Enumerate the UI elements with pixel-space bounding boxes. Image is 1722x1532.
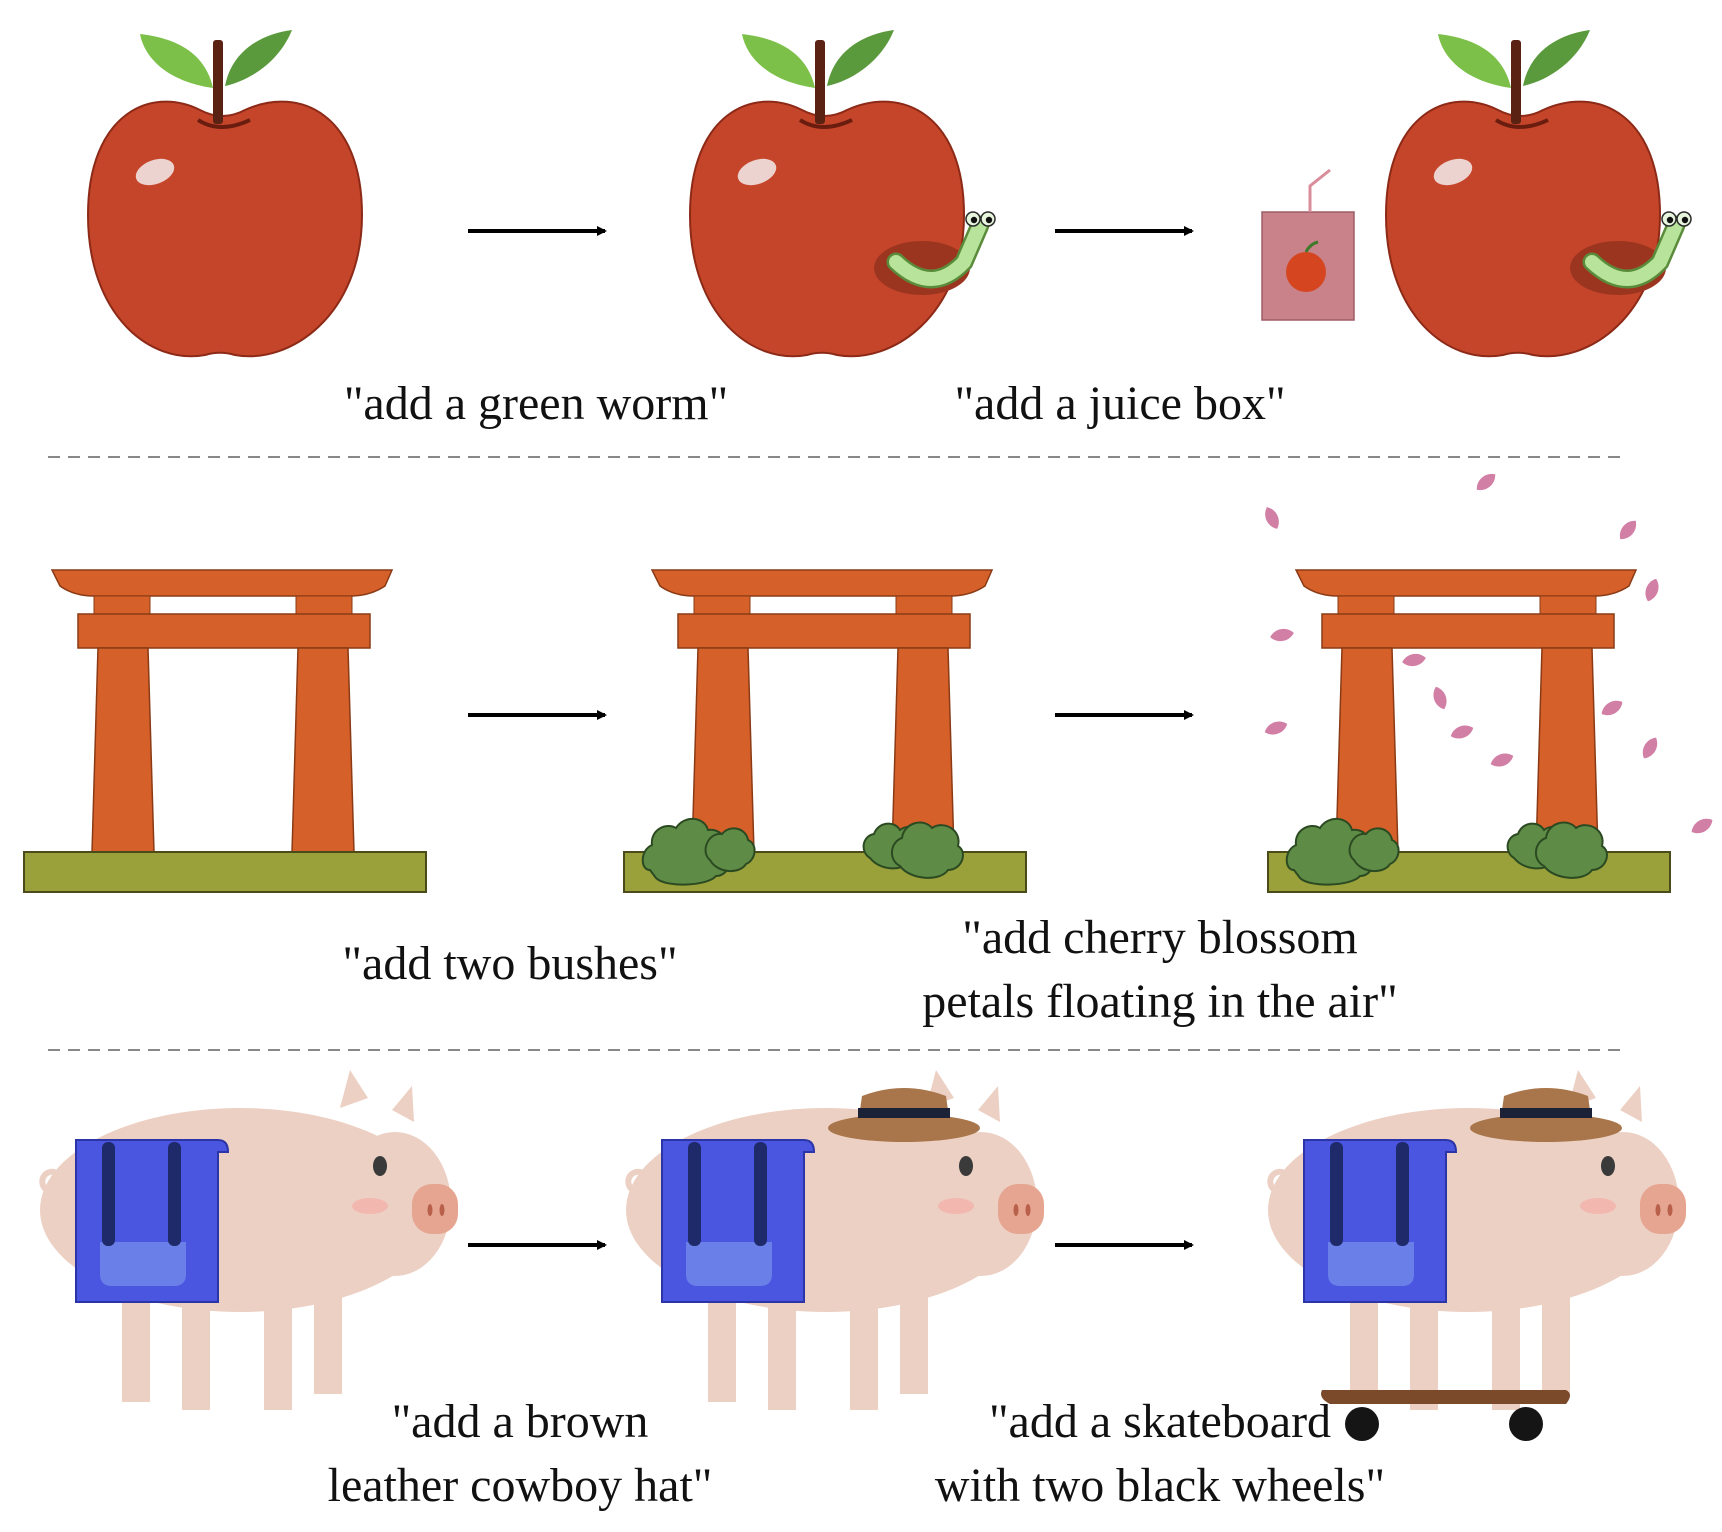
caption-add-green-worm: "add a green worm" (343, 377, 729, 430)
pig-with-hat (626, 1070, 1044, 1410)
juice-box (1261, 168, 1355, 321)
caption-add-cherry-blossom-petals: "add cherry blossom petals floating in t… (922, 911, 1398, 1028)
torii-gate-original (23, 569, 427, 893)
caption-add-brown-leather-cowboy-hat: "add a brown leather cowboy hat" (327, 1395, 713, 1512)
caption-add-two-bushes: "add two bushes" (342, 937, 678, 990)
pig-original (40, 1070, 458, 1410)
caption-add-skateboard: "add a skateboard with two black wheels" (934, 1395, 1386, 1512)
torii-gate-with-bushes (623, 569, 1027, 893)
caption-add-juice-box: "add a juice box" (954, 377, 1286, 430)
apple-with-worm-and-juice-box (1384, 28, 1691, 359)
cherry-blossom-petals (1261, 469, 1716, 838)
skateboard (1321, 1390, 1570, 1441)
apple-original (86, 28, 364, 359)
pig-with-hat-and-skateboard (1268, 1070, 1686, 1410)
apple-with-worm (688, 28, 995, 359)
